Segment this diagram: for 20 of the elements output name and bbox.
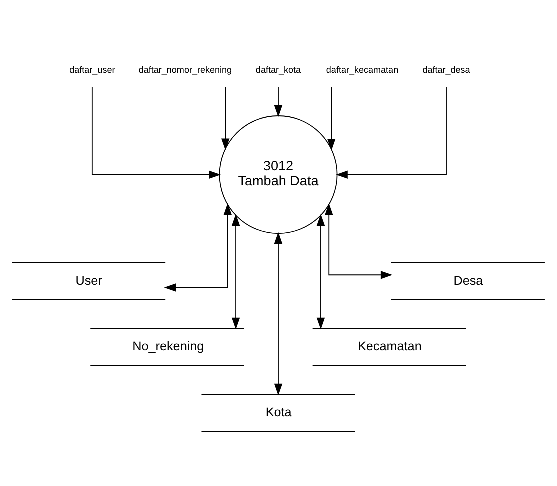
node-text: daftar_desa [422, 65, 470, 76]
node-text: Desa [454, 274, 484, 288]
arrow [325, 204, 393, 280]
node-text: daftar_kecamatan [326, 65, 399, 76]
node-text: Kecamatan [358, 340, 422, 354]
arrow [232, 214, 240, 330]
node-text: User [76, 274, 102, 288]
node-text: Kota [266, 406, 292, 420]
arrow [274, 86, 283, 118]
arrow [222, 86, 230, 150]
arrow [336, 86, 447, 179]
arrow [316, 214, 326, 330]
node-text: daftar_kota [256, 65, 302, 76]
arrow [92, 86, 221, 179]
arrow [327, 86, 336, 151]
arrow [164, 203, 232, 292]
node-text: daftar_nomor_rekening [138, 65, 232, 76]
node-text: daftar_user [70, 65, 116, 76]
node-text: No_rekening [132, 340, 204, 354]
arrow [274, 232, 283, 396]
